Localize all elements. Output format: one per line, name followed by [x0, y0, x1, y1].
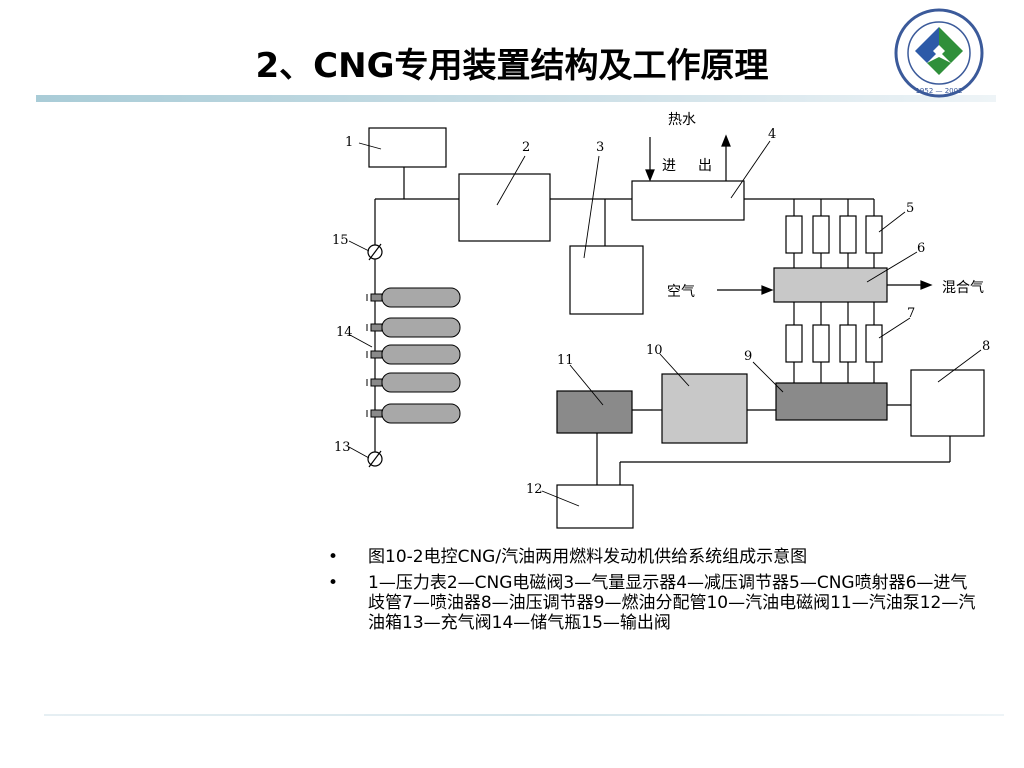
- label-2: 2: [522, 140, 530, 155]
- bullet-glyph: •: [328, 547, 339, 567]
- label-10: 10: [646, 343, 663, 358]
- caption-text: 图10-2电控CNG/汽油两用燃料发动机供给系统组成示意图: [368, 547, 808, 567]
- inlet-label: 进: [662, 158, 676, 174]
- fuel-pump-box: [556, 390, 633, 434]
- bullet-glyph: •: [328, 573, 339, 593]
- label-9: 9: [744, 349, 752, 364]
- caption-item-legend: • 1—压力表2—CNG电磁阀3—气量显示器4—减压调节器5—CNG喷射器6—进…: [328, 573, 978, 633]
- outlet-label: 出: [698, 158, 712, 174]
- label-15: 15: [332, 233, 349, 248]
- air-label: 空气: [667, 284, 695, 300]
- label-5: 5: [906, 201, 914, 216]
- gas-display-box: [569, 245, 644, 315]
- pressure-regulator-box: [631, 180, 745, 221]
- fuel-rail-box: [775, 382, 888, 421]
- title-divider: [36, 95, 996, 102]
- label-3: 3: [596, 140, 604, 155]
- slide-title: 2、CNG专用装置结构及工作原理: [255, 46, 769, 86]
- label-13: 13: [334, 440, 351, 455]
- label-4: 4: [768, 127, 776, 142]
- cng-system-diagram: 1 2 3 4 5 6 7 8 9 10 11 12 13 14 15 热水 进…: [332, 112, 990, 529]
- label-11: 11: [557, 353, 574, 368]
- pressure-gauge-box: [368, 127, 447, 168]
- logo-year-text: 1952 — 2002: [915, 87, 962, 95]
- label-7: 7: [907, 306, 915, 321]
- cng-injectors: [785, 215, 883, 254]
- label-6: 6: [917, 241, 925, 256]
- fuel-pressure-regulator-box: [910, 369, 985, 437]
- intake-manifold-box: [773, 267, 888, 303]
- cng-solenoid-valve-box: [458, 173, 551, 242]
- label-8: 8: [982, 339, 990, 354]
- hot-water-label: 热水: [668, 112, 696, 128]
- caption-list: • 图10-2电控CNG/汽油两用燃料发动机供给系统组成示意图 • 1—压力表2…: [328, 547, 978, 639]
- gasoline-solenoid-valve-box: [661, 373, 748, 444]
- university-logo: 1952 — 2002: [894, 8, 984, 98]
- fuel-injectors: [785, 324, 883, 363]
- caption-text: 1—压力表2—CNG电磁阀3—气量显示器4—减压调节器5—CNG喷射器6—进气歧…: [368, 573, 976, 633]
- caption-item-figure-title: • 图10-2电控CNG/汽油两用燃料发动机供给系统组成示意图: [328, 547, 978, 567]
- label-12: 12: [526, 482, 543, 497]
- fuel-tank-box: [556, 484, 634, 529]
- footer-divider: [44, 714, 1004, 716]
- gas-cylinders: [370, 287, 461, 424]
- mixture-label: 混合气: [942, 280, 984, 296]
- label-1: 1: [345, 135, 353, 150]
- label-14: 14: [336, 325, 353, 340]
